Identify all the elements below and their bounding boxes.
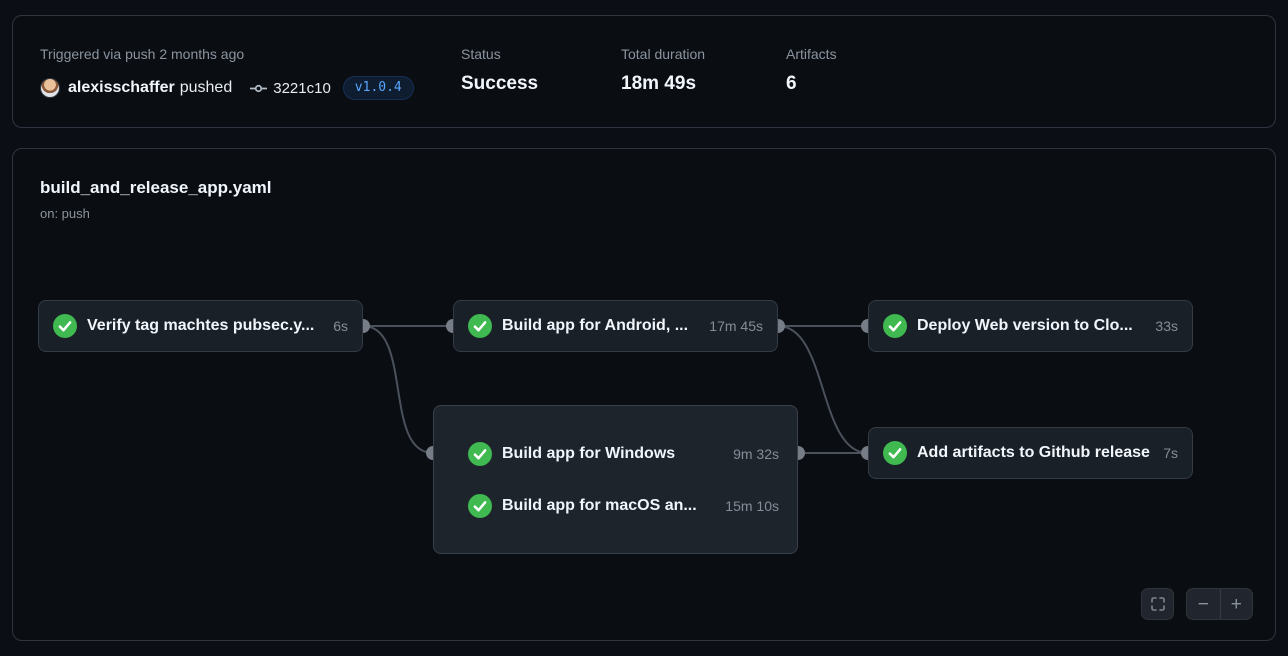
job-node-build-android[interactable]: Build app for Android, ... 17m 45s — [453, 300, 778, 352]
success-check-icon — [53, 314, 77, 338]
job-duration: 15m 10s — [725, 498, 779, 514]
job-title: Build app for macOS an... — [502, 497, 697, 514]
job-title: Build app for Android, ... — [502, 317, 689, 334]
tag-badge[interactable]: v1.0.4 — [342, 75, 414, 101]
git-commit-icon — [250, 80, 268, 97]
workflow-trigger: on: push — [40, 206, 90, 221]
commit-sha-link[interactable]: 3221c10 — [273, 79, 331, 97]
job-duration: 6s — [333, 318, 348, 334]
success-check-icon — [883, 314, 907, 338]
job-title: Add artifacts to Github release — [917, 444, 1150, 461]
fullscreen-icon — [1150, 596, 1166, 612]
zoom-in-button[interactable]: + — [1219, 589, 1253, 619]
trigger-text: Triggered via push 2 months ago — [40, 46, 245, 62]
job-duration: 9m 32s — [733, 446, 779, 462]
job-row-build-macos[interactable]: Build app for macOS an... 15m 10s — [468, 480, 779, 532]
job-node-verify-tag[interactable]: Verify tag machtes pubsec.y... 6s — [38, 300, 363, 352]
run-summary-card: Triggered via push 2 months ago alexissc… — [12, 15, 1276, 128]
status-value: Success — [461, 73, 539, 94]
duration-label: Total duration — [621, 46, 706, 62]
job-title: Build app for Windows — [502, 445, 676, 462]
fullscreen-button[interactable] — [1141, 588, 1174, 620]
job-title: Deploy Web version to Clo... — [917, 317, 1133, 334]
duration-value: 18m 49s — [621, 73, 697, 94]
workflow-graph-card: build_and_release_app.yaml on: push — [12, 148, 1276, 641]
job-row-build-windows[interactable]: Build app for Windows 9m 32s — [468, 428, 779, 480]
success-check-icon — [883, 441, 907, 465]
artifacts-label: Artifacts — [786, 46, 837, 62]
avatar[interactable] — [40, 78, 60, 98]
zoom-control-group: − + — [1186, 588, 1253, 620]
job-duration: 7s — [1163, 445, 1178, 461]
job-duration: 17m 45s — [709, 318, 763, 334]
success-check-icon — [468, 314, 492, 338]
connector-lines — [356, 319, 875, 460]
job-group-build-desktop: Build app for Windows 9m 32s Build app f… — [433, 405, 798, 554]
actor-name: alexisschaffer — [68, 79, 175, 96]
artifacts-count: 6 — [786, 73, 797, 94]
job-duration: 33s — [1155, 318, 1178, 334]
job-node-deploy-web[interactable]: Deploy Web version to Clo... 33s — [868, 300, 1193, 352]
workflow-filename: build_and_release_app.yaml — [40, 178, 272, 197]
job-title: Verify tag machtes pubsec.y... — [87, 317, 315, 334]
actor-action: pushed — [179, 79, 233, 96]
status-label: Status — [461, 46, 501, 62]
job-node-add-artifacts[interactable]: Add artifacts to Github release 7s — [868, 427, 1193, 479]
zoom-out-button[interactable]: − — [1197, 593, 1209, 615]
success-check-icon — [468, 442, 492, 466]
actor-row: alexisschaffer pushed 3221c10 v1.0.4 — [40, 74, 414, 102]
success-check-icon — [468, 494, 492, 518]
